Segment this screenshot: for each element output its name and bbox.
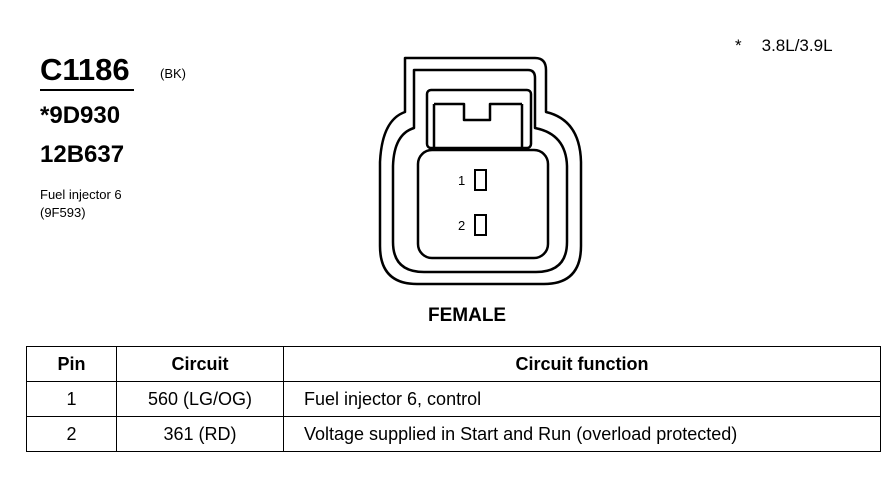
pin-2-label: 2: [458, 218, 465, 233]
part-number-1: *9D930: [40, 102, 121, 129]
header-circuit: Circuit: [116, 346, 284, 382]
table-row: 2 361 (RD) Voltage supplied in Start and…: [26, 416, 881, 452]
part-number-2: 12B637: [40, 141, 125, 168]
header-pin: Pin: [26, 346, 117, 382]
latch-tab: [432, 102, 524, 148]
connector-color: (BK): [160, 66, 186, 81]
row-function: Voltage supplied in Start and Run (overl…: [283, 416, 881, 452]
description-line-2: (9F593): [40, 205, 86, 220]
header-circuit-function: Circuit function: [283, 346, 881, 382]
pin-1-label: 1: [458, 173, 465, 188]
row-pin: 1: [26, 381, 117, 417]
pin-body: [416, 148, 550, 260]
connector-face-diagram: 1 2: [378, 56, 583, 286]
row-circuit: 560 (LG/OG): [116, 381, 284, 417]
note-text: 3.8L/3.9L: [761, 36, 833, 55]
connector-inner-shell: [391, 68, 569, 274]
pin-2-cavity: [474, 214, 487, 236]
row-function: Fuel injector 6, control: [283, 381, 881, 417]
table-row: 1 560 (LG/OG) Fuel injector 6, control: [26, 381, 881, 417]
row-circuit: 361 (RD): [116, 416, 284, 452]
connector-outer-shell: [378, 56, 583, 286]
row-pin: 2: [26, 416, 117, 452]
pin-table: Pin Circuit Circuit function 1 560 (LG/O…: [26, 346, 881, 452]
connector-id: C1186: [40, 52, 130, 87]
pin-1-cavity: [474, 169, 487, 191]
table-header-row: Pin Circuit Circuit function: [26, 346, 881, 382]
connector-description: Fuel injector 6 (9F593): [40, 186, 122, 222]
engine-note: * 3.8L/3.9L: [735, 36, 833, 56]
description-line-1: Fuel injector 6: [40, 187, 122, 202]
note-symbol: *: [735, 36, 742, 55]
latch-housing: [425, 88, 533, 150]
connector-gender: FEMALE: [428, 305, 507, 326]
connector-id-underline: [40, 89, 134, 91]
